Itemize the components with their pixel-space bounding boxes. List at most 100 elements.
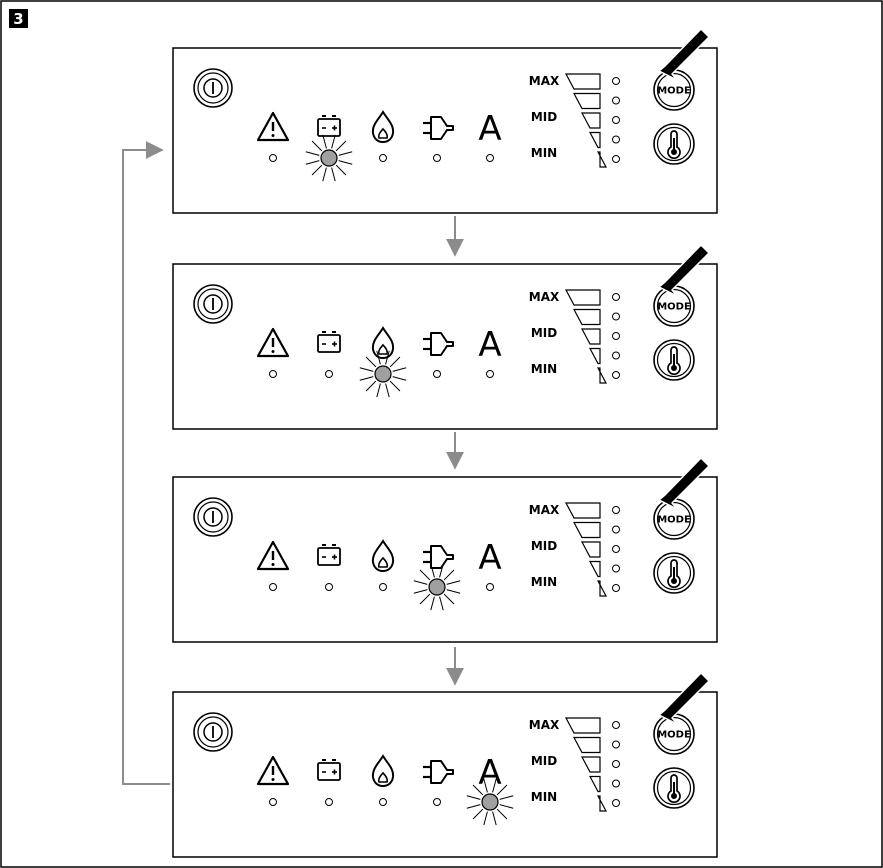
active-led-burst xyxy=(413,563,461,611)
level-led xyxy=(612,312,620,321)
press-arrow-icon xyxy=(658,244,710,298)
level-label-min: MIN xyxy=(531,362,557,376)
auto-mode-letter: A xyxy=(478,753,501,793)
level-bar-segment xyxy=(581,328,601,345)
indicator-led-battery xyxy=(325,798,333,806)
power-icon xyxy=(203,294,223,314)
indicator-led-mains-on xyxy=(428,578,446,596)
power-icon xyxy=(203,507,223,527)
active-led-burst xyxy=(359,350,407,398)
level-bar-segment xyxy=(597,151,607,168)
indicator-led-mains xyxy=(433,154,441,162)
level-label-max: MAX xyxy=(529,290,560,304)
battery-icon xyxy=(317,759,341,781)
flame-icon xyxy=(371,326,395,360)
power-button[interactable] xyxy=(193,284,233,324)
level-led xyxy=(612,371,620,379)
indicator-led-auto xyxy=(486,370,494,378)
level-led xyxy=(612,116,620,124)
power-icon xyxy=(203,722,223,742)
press-arrow-icon xyxy=(658,457,710,511)
level-label-max: MAX xyxy=(529,503,560,517)
indicator-led-gas-on xyxy=(374,365,392,383)
indicator-led-mains xyxy=(433,370,441,378)
indicator-led-mains xyxy=(433,798,441,806)
level-bar-segment xyxy=(589,347,601,365)
indicator-led-gas xyxy=(379,154,387,162)
battery-icon xyxy=(317,544,341,566)
level-bar-segment xyxy=(573,736,601,754)
thermometer-icon xyxy=(667,774,681,804)
level-led xyxy=(612,155,620,163)
auto-icon: A xyxy=(478,753,501,793)
indicator-led-auto-on xyxy=(481,793,499,811)
level-bar-segment xyxy=(597,580,607,597)
indicator-led-battery xyxy=(325,370,333,378)
indicator-led-warning xyxy=(269,154,277,162)
auto-mode-letter: A xyxy=(478,109,501,149)
power-button[interactable] xyxy=(193,712,233,752)
thermometer-button[interactable] xyxy=(653,552,695,594)
level-bar-segment xyxy=(573,308,601,326)
level-led xyxy=(612,332,620,340)
indicator-led-gas xyxy=(379,583,387,591)
indicator-led-battery xyxy=(325,583,333,591)
level-led xyxy=(612,135,620,144)
thermometer-icon xyxy=(667,559,681,589)
mode-button[interactable]: MODE xyxy=(653,498,695,540)
plug-icon xyxy=(423,332,454,356)
cycle-back-arrow xyxy=(122,141,170,785)
mode-button-label: MODE xyxy=(657,302,691,313)
warning-triangle-icon xyxy=(256,327,290,358)
indicator-led-warning xyxy=(269,370,277,378)
step-badge: 3 xyxy=(9,9,28,28)
auto-icon: A xyxy=(478,109,501,149)
level-bar-segment xyxy=(597,795,607,812)
warning-triangle-icon xyxy=(256,540,290,571)
panel-frame xyxy=(172,263,718,430)
level-bar-segment xyxy=(565,502,601,519)
level-led xyxy=(612,351,620,360)
thermometer-button[interactable] xyxy=(653,123,695,165)
level-label-min: MIN xyxy=(531,575,557,589)
mode-button-label: MODE xyxy=(657,515,691,526)
level-label-mid: MID xyxy=(531,754,557,768)
press-arrow-icon xyxy=(658,672,710,726)
plug-icon xyxy=(423,545,454,569)
level-bar-segment xyxy=(581,112,601,129)
warning-triangle-icon xyxy=(256,755,290,786)
auto-mode-letter: A xyxy=(478,325,501,365)
panel-frame xyxy=(172,47,718,214)
thermometer-icon xyxy=(667,130,681,160)
mode-button[interactable]: MODE xyxy=(653,713,695,755)
level-bar-segment xyxy=(573,521,601,539)
power-button[interactable] xyxy=(193,497,233,537)
thermometer-button[interactable] xyxy=(653,339,695,381)
level-bar-segment xyxy=(589,131,601,149)
mode-button[interactable]: MODE xyxy=(653,69,695,111)
level-led xyxy=(612,721,620,729)
panel-frame xyxy=(172,476,718,643)
level-led xyxy=(612,96,620,105)
level-label-max: MAX xyxy=(529,74,560,88)
flame-icon xyxy=(371,110,395,144)
level-led xyxy=(612,564,620,573)
level-led xyxy=(612,506,620,514)
level-led xyxy=(612,293,620,301)
level-bar-segment xyxy=(565,717,601,734)
power-button[interactable] xyxy=(193,68,233,108)
level-bar-segment xyxy=(581,756,601,773)
battery-icon xyxy=(317,331,341,353)
power-level-gauge: MAX MID MIN xyxy=(529,289,620,384)
level-bar-segment xyxy=(573,92,601,110)
thermometer-button[interactable] xyxy=(653,767,695,809)
indicator-led-warning xyxy=(269,583,277,591)
indicator-led-warning xyxy=(269,798,277,806)
level-label-mid: MID xyxy=(531,539,557,553)
level-bar-segment xyxy=(581,541,601,558)
level-label-mid: MID xyxy=(531,326,557,340)
